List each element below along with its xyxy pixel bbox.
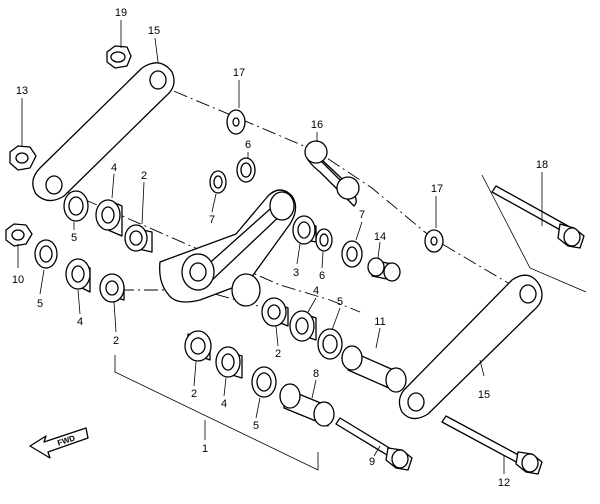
part-label-2-c: 2 (275, 348, 281, 360)
bearing-4-d (215, 346, 243, 379)
seal-6-center (315, 228, 333, 252)
part-label-2-d: 2 (191, 388, 197, 400)
bearing-2-b (99, 273, 125, 303)
bolt-18 (481, 174, 587, 293)
part-label-4-c: 4 (313, 285, 319, 297)
part-label-1: 1 (202, 443, 208, 455)
part-label-4-a: 4 (111, 162, 117, 174)
part-label-3: 3 (293, 267, 299, 279)
bearing-4-c (289, 310, 317, 342)
part-label-5-b: 5 (37, 298, 43, 310)
bearing-2-d (184, 330, 212, 362)
part-label-19: 19 (115, 7, 127, 19)
nut-10 (5, 223, 33, 247)
washer-5-a (63, 190, 89, 222)
part-label-2-a: 2 (141, 170, 147, 182)
washer-5-b (34, 239, 58, 269)
spacer-11 (341, 345, 407, 393)
part-label-17-upper: 17 (233, 67, 245, 79)
washer-17-right (424, 229, 444, 253)
spacer-16 (304, 140, 360, 207)
part-label-12: 12 (498, 477, 510, 489)
part-label-14: 14 (374, 231, 386, 243)
bolt-9 (335, 417, 413, 471)
nut-13 (9, 145, 37, 171)
part-label-5-a: 5 (71, 232, 77, 244)
part-label-7-right: 7 (359, 209, 365, 221)
part-label-15-lower: 15 (478, 389, 490, 401)
fwd-arrow-icon: FWD (29, 427, 89, 459)
cushion-lever (159, 189, 297, 307)
washer-5-c (317, 328, 343, 360)
seal-6-upper (236, 157, 256, 183)
part-label-17-right: 17 (431, 183, 443, 195)
part-label-5-d: 5 (253, 420, 259, 432)
part-label-4-b: 4 (77, 316, 83, 328)
bearing-3 (292, 215, 317, 245)
part-label-13: 13 (16, 85, 28, 97)
part-label-5-c: 5 (337, 296, 343, 308)
nut-19 (106, 45, 132, 69)
seal-7-right (341, 240, 363, 268)
tie-rod-15-lower (398, 274, 543, 420)
part-label-7-left: 7 (209, 214, 215, 226)
bearing-4-a (95, 199, 123, 237)
part-label-18: 18 (536, 159, 548, 171)
bolt-12 (441, 415, 543, 475)
spacer-8 (279, 383, 335, 427)
part-label-8: 8 (313, 368, 319, 380)
spacer-14 (367, 257, 401, 282)
part-label-10: 10 (12, 274, 24, 286)
part-label-6-upper: 6 (245, 139, 251, 151)
part-label-16: 16 (311, 119, 323, 131)
part-1-bracket (114, 355, 319, 471)
bearing-2-a (124, 224, 153, 253)
tie-rod-15-upper (32, 62, 175, 202)
washer-5-d (251, 366, 277, 398)
bearing-2-c (261, 297, 289, 327)
part-label-11: 11 (374, 316, 385, 328)
part-number-labels: 19 15 13 17 16 6 18 4 2 7 17 5 7 14 3 6 … (12, 7, 548, 489)
part-label-4-d: 4 (221, 398, 227, 410)
seal-7-left (209, 170, 227, 194)
washer-17-upper (226, 109, 246, 135)
part-label-6-center: 6 (319, 270, 325, 282)
leader-lines (17, 20, 543, 474)
part-label-15-upper: 15 (148, 25, 160, 37)
bearing-4-b (65, 258, 91, 293)
part-label-2-b: 2 (113, 335, 119, 347)
part-label-9: 9 (369, 456, 375, 468)
